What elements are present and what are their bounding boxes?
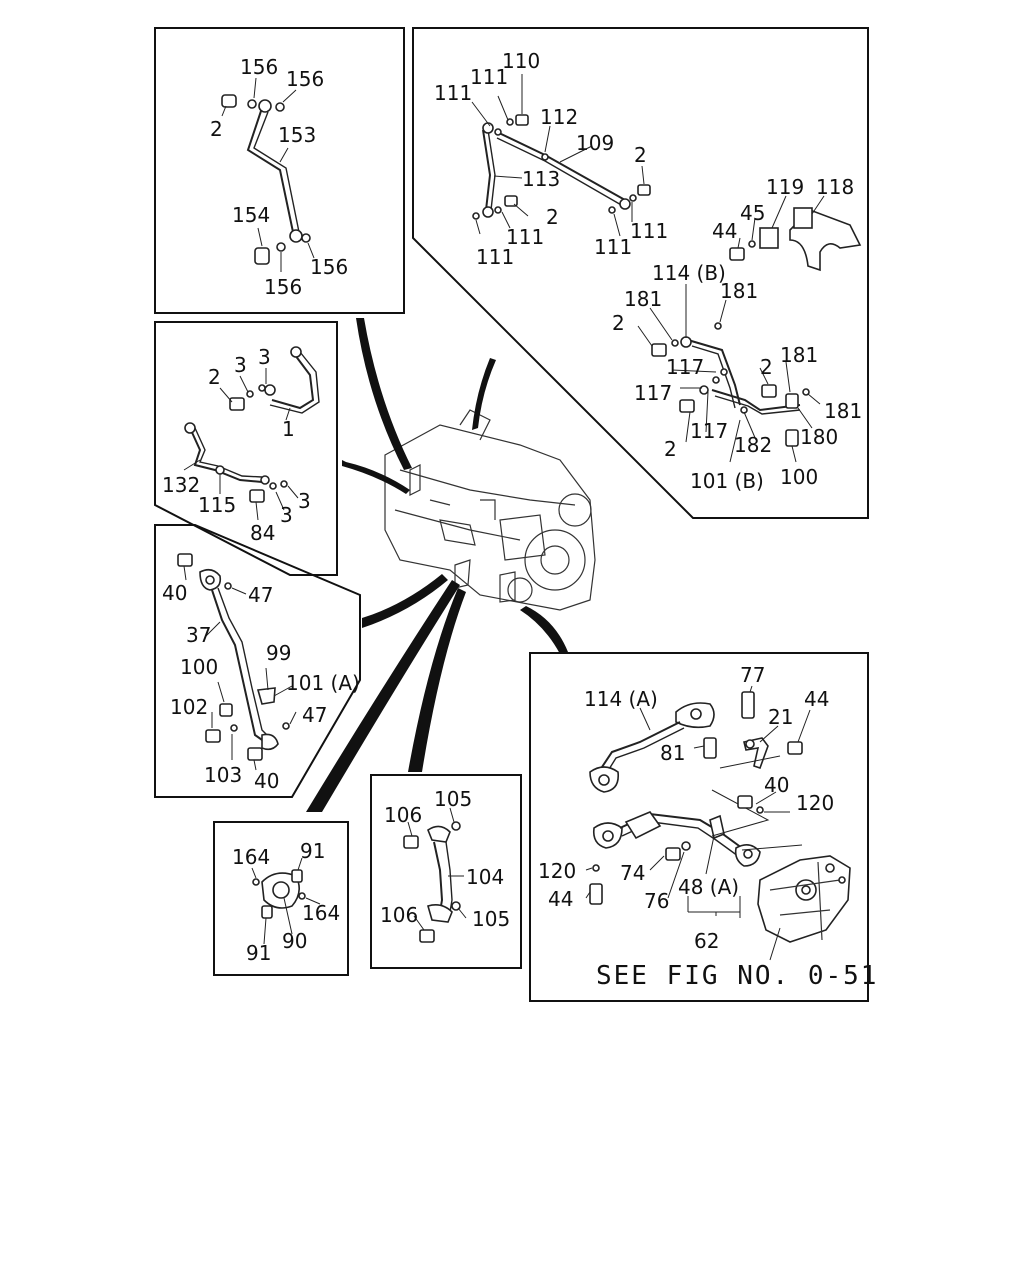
label-102: 102: [170, 695, 208, 719]
label-101a: 101 (A): [286, 671, 360, 695]
panel-pipe-37: 40 47 37 100 99 101 (A) 102 47 103 40: [154, 524, 361, 798]
label-76: 76: [644, 889, 669, 913]
label-115: 115: [198, 493, 236, 517]
label-2: 2: [634, 143, 647, 167]
label-111: 111: [594, 235, 632, 259]
label-103: 103: [204, 763, 242, 787]
label-164: 164: [232, 845, 270, 869]
label-3: 3: [258, 345, 271, 369]
label-106: 106: [380, 903, 418, 927]
panel-frame: [213, 821, 349, 976]
label-74: 74: [620, 861, 645, 885]
label-182: 182: [734, 433, 772, 457]
label-100: 100: [180, 655, 218, 679]
panel-frame: [529, 652, 869, 1002]
label-3: 3: [298, 489, 311, 513]
panel-frame: [412, 27, 869, 519]
label-2: 2: [612, 311, 625, 335]
label-156: 156: [286, 67, 324, 91]
label-91: 91: [246, 941, 271, 965]
panel-part-90: 164 91 164 91 90: [213, 821, 349, 976]
label-120: 120: [538, 859, 576, 883]
callout-sweeps: [306, 318, 568, 812]
label-40: 40: [764, 773, 789, 797]
label-40: 40: [162, 581, 187, 605]
label-113: 113: [522, 167, 560, 191]
label-117: 117: [634, 381, 672, 405]
label-111: 111: [476, 245, 514, 269]
label-106: 106: [384, 803, 422, 827]
panel-frame: [370, 774, 522, 969]
label-62: 62: [694, 929, 719, 953]
label-156: 156: [264, 275, 302, 299]
label-77: 77: [740, 663, 765, 687]
label-91: 91: [300, 839, 325, 863]
label-44: 44: [712, 219, 737, 243]
label-47: 47: [248, 583, 273, 607]
label-117: 117: [690, 419, 728, 443]
label-181: 181: [780, 343, 818, 367]
engine-assembly: [384, 409, 596, 611]
label-3: 3: [234, 353, 247, 377]
label-181: 181: [824, 399, 862, 423]
label-153: 153: [278, 123, 316, 147]
label-154: 154: [232, 203, 270, 227]
label-156: 156: [240, 55, 278, 79]
label-1: 1: [282, 417, 295, 441]
label-100: 100: [780, 465, 818, 489]
label-111: 111: [630, 219, 668, 243]
label-111: 111: [470, 65, 508, 89]
label-105: 105: [434, 787, 472, 811]
label-164: 164: [302, 901, 340, 925]
label-120: 120: [796, 791, 834, 815]
panel-pipe-104: 106 105 104 106 105: [370, 774, 522, 969]
label-48a: 48 (A): [678, 875, 739, 899]
panel-frame: [154, 524, 361, 798]
label-114a: 114 (A): [584, 687, 658, 711]
panel-oil-pipe-153: 156 156 2 153 154 156 156: [154, 27, 405, 314]
label-44: 44: [804, 687, 829, 711]
label-181: 181: [720, 279, 758, 303]
panel-pipe-114a: 114 (A) 81 77 21 44 40 120: [529, 652, 878, 1002]
label-81: 81: [660, 741, 685, 765]
label-104: 104: [466, 865, 504, 889]
label-99: 99: [266, 641, 291, 665]
label-47: 47: [302, 703, 327, 727]
label-132: 132: [162, 473, 200, 497]
label-37: 37: [186, 623, 211, 647]
label-117: 117: [666, 355, 704, 379]
label-90: 90: [282, 929, 307, 953]
label-2: 2: [546, 205, 559, 229]
see-figure-note: SEE FIG NO. 0-51: [596, 961, 878, 991]
label-105: 105: [472, 907, 510, 931]
label-40: 40: [254, 769, 279, 793]
label-181: 181: [624, 287, 662, 311]
panel-frame: [154, 27, 405, 314]
panel-pipes-1-115: 2 3 3 1 132 115 3 3 84: [154, 321, 338, 576]
label-45: 45: [740, 201, 765, 225]
label-180: 180: [800, 425, 838, 449]
label-112: 112: [540, 105, 578, 129]
label-109: 109: [576, 131, 614, 155]
label-3: 3: [280, 503, 293, 527]
label-101b: 101 (B): [690, 469, 764, 493]
panel-pipes-109-114b: 110 111 111 112 109 113 2 2 111 111 111 …: [412, 27, 869, 519]
label-118: 118: [816, 175, 854, 199]
label-44: 44: [548, 887, 573, 911]
label-2: 2: [208, 365, 221, 389]
label-156: 156: [310, 255, 348, 279]
label-110: 110: [502, 49, 540, 73]
label-114b: 114 (B): [652, 261, 726, 285]
label-21: 21: [768, 705, 793, 729]
label-84: 84: [250, 521, 275, 545]
label-111: 111: [434, 81, 472, 105]
label-119: 119: [766, 175, 804, 199]
label-2: 2: [760, 355, 773, 379]
label-111: 111: [506, 225, 544, 249]
label-2: 2: [664, 437, 677, 461]
label-2: 2: [210, 117, 223, 141]
